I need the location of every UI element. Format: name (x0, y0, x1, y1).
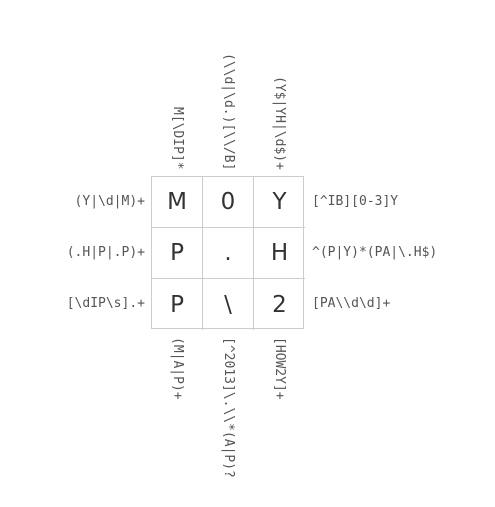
cell-r2-c2[interactable]: . (203, 228, 254, 279)
cell-r3-c1[interactable]: P (152, 279, 203, 330)
cell-r2-c3[interactable]: H (254, 228, 305, 279)
cell-r3-c3[interactable]: 2 (272, 291, 287, 318)
row-clue-right-1: [^IB][0-3]Y (312, 194, 399, 209)
row-clue-right-3: [PA\\d\d]+ (312, 296, 391, 311)
cell-r2-c1[interactable]: P (152, 228, 203, 279)
col-clue-bottom-2: [^2013]\.\\*(A|P)? (221, 337, 236, 478)
col-clue-top-2: (\\d|\d.)[\\/B] (221, 52, 236, 170)
col-clue-top-1: M[\DIP]* (170, 107, 185, 170)
puzzle-grid: M 0 Y P . H P \ 2 (151, 176, 305, 330)
row-clue-right-2: ^(P|Y)*(PA|\.H$) (312, 245, 438, 260)
row-clue-left-3: [\dIP\s].+ (66, 296, 145, 311)
cell-r1-c3[interactable]: Y (254, 177, 305, 228)
col-clue-top-3: (Y$|YH|\d$)+ (272, 76, 287, 170)
row-clue-left-1: (Y|\d|M)+ (74, 194, 145, 209)
col-clue-bottom-1: (M|A|P)+ (170, 337, 185, 400)
cell-r3-c2[interactable]: \ (203, 279, 254, 330)
cell-r1-c2[interactable]: 0 (203, 177, 254, 228)
col-clue-bottom-3: [HOW2Y]+ (272, 337, 287, 400)
cell-r1-c1[interactable]: M (152, 177, 203, 228)
row-clue-left-2: (.H|P|.P)+ (66, 245, 145, 260)
